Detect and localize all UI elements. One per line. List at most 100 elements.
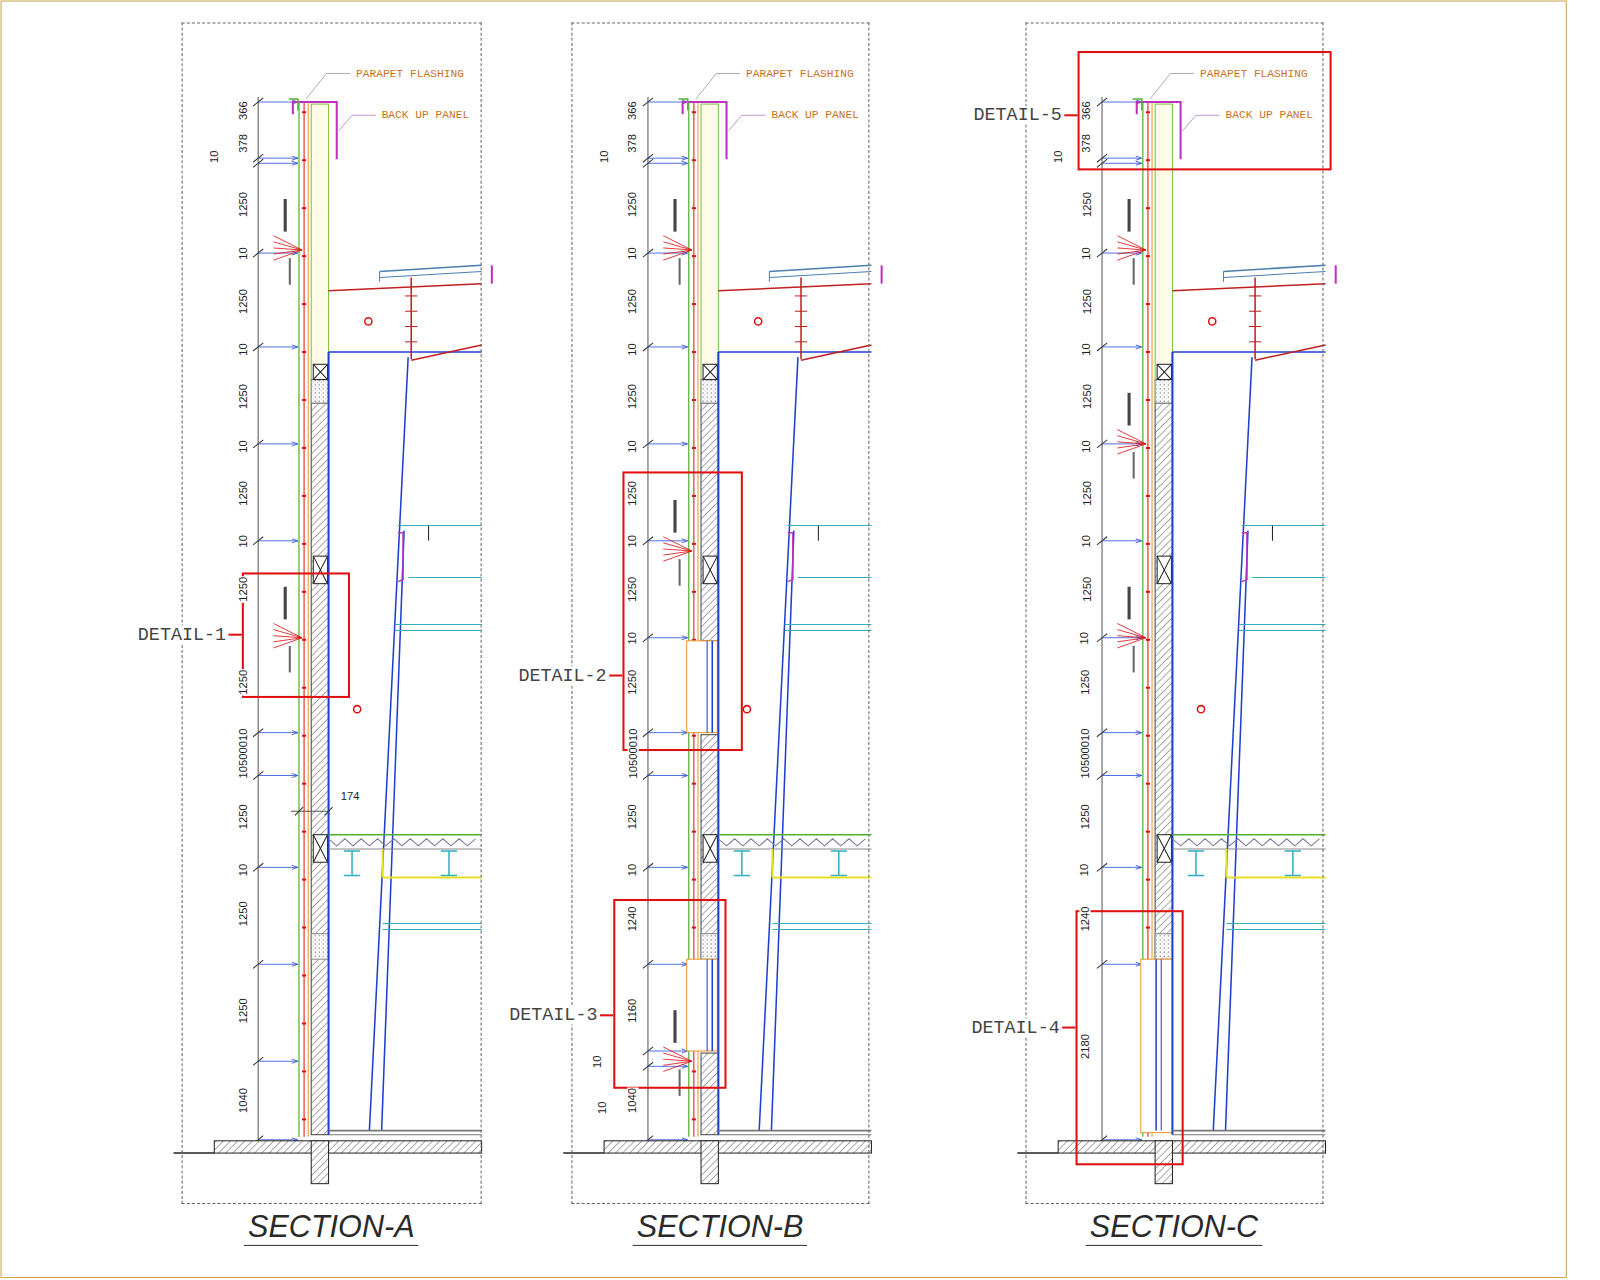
- leader-line: [648, 637, 687, 638]
- leader-line: [1102, 964, 1141, 965]
- fixing-dot: [302, 1022, 306, 1024]
- purlin-tick: [1249, 326, 1261, 327]
- dimension-text: 10: [627, 342, 638, 357]
- mezzanine-line: [788, 525, 872, 526]
- fixing-arrow: [273, 248, 302, 250]
- leader-line: [648, 1051, 687, 1052]
- ceiling-line: [772, 929, 871, 930]
- fixing-arrow: [1117, 436, 1146, 444]
- fixing-arrow: [273, 630, 302, 638]
- annotation-mark: [1128, 393, 1131, 426]
- purlin-tick: [795, 326, 807, 327]
- ceiling-line: [383, 923, 482, 924]
- mezzanine-line: [1242, 525, 1326, 526]
- blocking: [1157, 835, 1171, 863]
- roof-sheet: [380, 271, 482, 277]
- annotation-mark: [284, 587, 287, 620]
- dimension-text: 1250: [627, 191, 638, 218]
- glazing-line: [1155, 959, 1157, 1130]
- leader-line: [258, 867, 297, 868]
- fixing-dot: [692, 495, 696, 497]
- glazing-line: [707, 641, 708, 733]
- mezzanine-line: [398, 525, 482, 526]
- marker-circle: [354, 706, 361, 713]
- blocking-cross: [1157, 835, 1171, 863]
- roof-sheet: [380, 265, 482, 271]
- i-beam: [344, 850, 360, 852]
- parapet-flashing: [1137, 102, 1181, 159]
- annotation-mark: [289, 646, 291, 673]
- leader-line: [648, 540, 687, 541]
- leader-line: [648, 443, 687, 444]
- fixing-dot: [1146, 879, 1150, 881]
- leader-line: [648, 867, 687, 868]
- dimension-text: 10: [1081, 342, 1092, 357]
- dimension-text: 366: [1081, 100, 1092, 121]
- section-title: SECTION-B: [633, 1209, 808, 1246]
- floor-line: [718, 848, 871, 849]
- fixing-arrow: [1117, 430, 1146, 444]
- dimension-text: 10: [627, 246, 638, 261]
- dimension-line: [291, 811, 329, 812]
- ceiling-line: [772, 923, 871, 924]
- annotation-mark: [673, 199, 676, 232]
- floor-line: [1172, 834, 1325, 836]
- fixing-arrow: [663, 549, 692, 551]
- fixing-dot: [692, 927, 696, 929]
- part-label: BACK UP PANEL: [770, 110, 860, 121]
- leader-arrow: [682, 539, 688, 543]
- i-beam: [448, 851, 450, 875]
- section-frame: SECTION-BDETAIL-2DETAIL-3: [571, 22, 869, 1204]
- annotation-mark: [679, 559, 681, 586]
- leader-arrow: [682, 773, 688, 777]
- fixing-arrow: [663, 242, 692, 250]
- leader-arrow: [1136, 539, 1142, 543]
- purlin-tick: [405, 311, 417, 312]
- detail-label: DETAIL-1: [137, 625, 227, 643]
- fixing-dot: [1146, 495, 1150, 497]
- dimension-text: 1250: [627, 288, 638, 315]
- fixing-arrow: [1117, 444, 1146, 454]
- detail-label: DETAIL-3: [508, 1006, 598, 1024]
- dimension-text: 10: [627, 630, 638, 645]
- detail-box: DETAIL-1: [241, 572, 349, 698]
- leader-arrow: [292, 773, 298, 777]
- rafter: [801, 345, 871, 360]
- marker-circle: [743, 706, 750, 713]
- part-label: BACK UP PANEL: [1224, 110, 1314, 121]
- leader-arrow: [682, 442, 688, 446]
- purlin-tick: [795, 295, 807, 296]
- fixing-dot: [1146, 399, 1150, 401]
- mezzanine-line: [785, 624, 872, 625]
- rafter: [718, 284, 871, 291]
- floor-line: [718, 834, 871, 836]
- column: [759, 357, 798, 1130]
- section-title: SECTION-A: [244, 1209, 419, 1246]
- detail-leader: [609, 674, 622, 676]
- floor-beam: [771, 849, 773, 878]
- leader-line: [258, 163, 297, 164]
- i-beam: [734, 875, 750, 877]
- fixing-arrow: [273, 638, 302, 642]
- dimension-text: 1250: [627, 479, 638, 506]
- leader-line: [258, 732, 297, 733]
- blocking-cross: [703, 364, 717, 379]
- roof-sheet: [1223, 265, 1325, 271]
- annotation-mark: [289, 258, 291, 285]
- roof-sheet: [379, 271, 380, 281]
- blocking: [703, 835, 717, 863]
- ceiling-line: [1227, 923, 1326, 924]
- infill: [1155, 380, 1172, 403]
- fixing-dot: [302, 735, 306, 737]
- fixing-dot: [302, 687, 306, 689]
- dimension-text: 1250: [1081, 191, 1092, 218]
- fixing-arrow: [663, 551, 692, 561]
- leader-line: [1102, 540, 1141, 541]
- blocking-cross: [313, 364, 327, 379]
- leader-line: [258, 158, 297, 159]
- purlin-tick: [795, 341, 807, 342]
- beam: [1172, 351, 1325, 353]
- gutter: [881, 265, 883, 283]
- blocking-cross: [313, 556, 327, 584]
- fixing-dot: [692, 159, 696, 161]
